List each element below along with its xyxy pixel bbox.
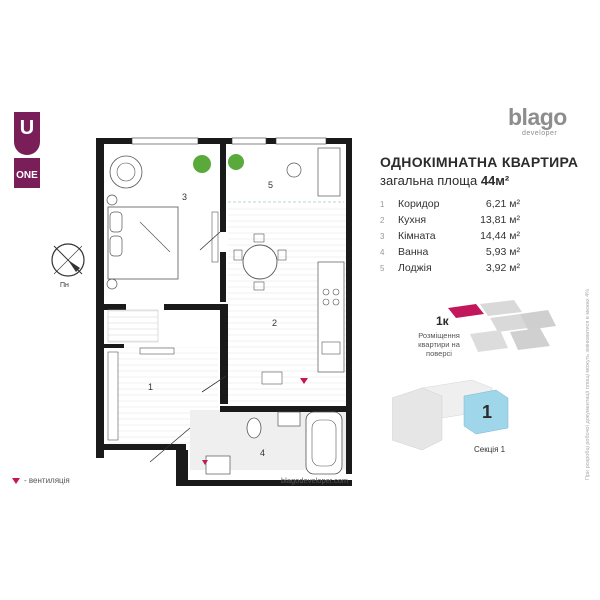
vent-legend-text: - вентиляція	[24, 476, 70, 485]
room-label-2: 2	[272, 318, 277, 328]
list-item: 4 Ванна 5,93 м²	[380, 246, 520, 262]
floor-plan: 3 5 2 1 4	[96, 137, 352, 486]
list-item: 3 Кімната 14,44 м²	[380, 230, 520, 246]
room-label-4: 4	[260, 448, 265, 458]
room-number: 5	[380, 264, 385, 273]
room-label-3: 3	[182, 192, 187, 202]
disclaimer-text: При розробці робочої документації площі …	[585, 288, 591, 480]
area-value: 44м²	[480, 173, 510, 188]
room-name: Коридор	[398, 198, 440, 210]
area-prefix: загальна площа	[380, 173, 478, 188]
project-letter: U	[20, 117, 34, 139]
list-item: 5 Лоджія 3,92 м²	[380, 262, 520, 278]
developer-sub: developer	[522, 130, 558, 137]
section-label: Секція 1	[474, 445, 506, 454]
apartment-title: ОДНОКІМНАТНА КВАРТИРА	[380, 154, 579, 170]
developer-name: blago	[508, 104, 567, 130]
room-list: 1 Коридор 6,21 м² 2 Кухня 13,81 м² 3 Кім…	[380, 198, 520, 278]
room-label-1: 1	[148, 382, 153, 392]
vent-legend: - вентиляція	[12, 476, 70, 485]
floor-position-text: Розміщення квартири на поверсі	[418, 331, 460, 358]
website-text: blagodeveloper.com	[281, 476, 349, 485]
north-label: Пн	[60, 282, 69, 289]
room-name: Ванна	[398, 246, 429, 258]
list-item: 1 Коридор 6,21 м²	[380, 198, 520, 214]
room-name: Кімната	[398, 230, 436, 242]
room-area: 13,81 м²	[480, 214, 520, 226]
room-number: 3	[380, 232, 385, 241]
project-logo: U ONE	[14, 112, 40, 188]
room-area: 6,21 м²	[485, 198, 520, 210]
vent-icon	[12, 477, 20, 484]
developer-logo: blago developer	[508, 104, 580, 140]
floor-position-map	[448, 300, 556, 352]
room-area: 3,92 м²	[485, 262, 520, 274]
list-item: 2 Кухня 13,81 м²	[380, 214, 520, 230]
room-name: Лоджія	[398, 262, 432, 274]
room-name: Кухня	[398, 214, 427, 226]
project-word: ONE	[16, 170, 38, 181]
room-number: 2	[380, 216, 385, 225]
section-number: 1	[482, 402, 492, 422]
floor-position-label: 1к	[436, 314, 449, 328]
section-map: 1	[392, 380, 509, 451]
room-number: 4	[380, 248, 385, 257]
room-area: 14,44 м²	[480, 230, 520, 242]
compass-icon	[51, 243, 85, 277]
room-number: 1	[380, 200, 385, 209]
total-area: загальна площа 44м²	[380, 173, 509, 188]
room-label-5: 5	[268, 180, 273, 190]
disclaimer: При розробці робочої документації площі …	[585, 180, 595, 480]
room-area: 5,93 м²	[485, 246, 520, 258]
